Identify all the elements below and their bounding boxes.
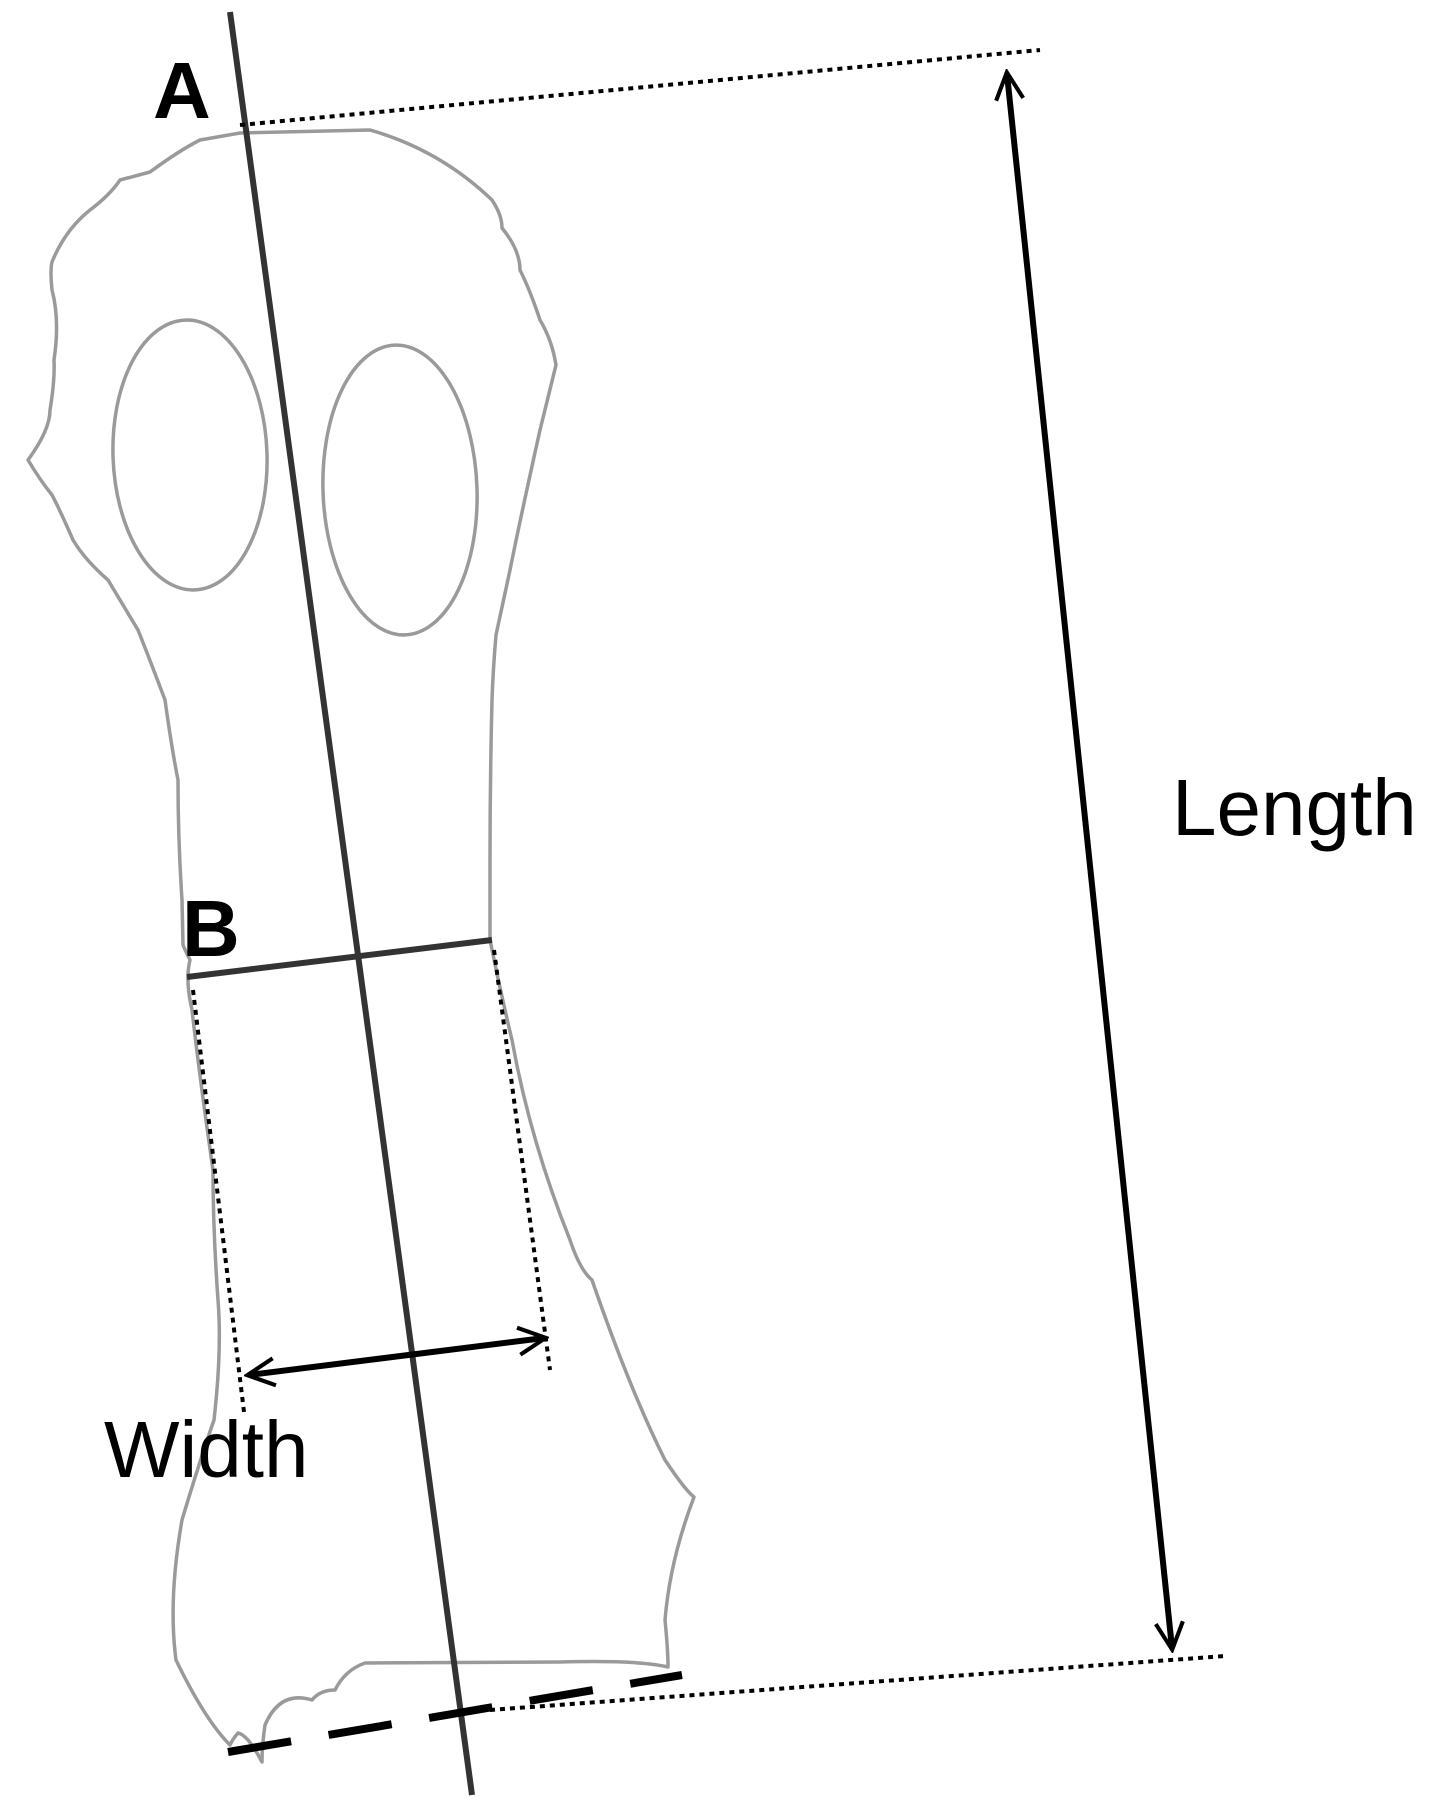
- bone-outline: [26, 128, 696, 1764]
- label-length: Length: [1172, 763, 1417, 852]
- label-width: Width: [104, 1405, 309, 1494]
- left-foramen: [111, 318, 269, 592]
- label-b: B: [182, 884, 240, 973]
- width-left-dotted-line: [191, 989, 246, 1413]
- long-axis-line: [227, 11, 475, 1796]
- cross-line-b: [186, 937, 493, 980]
- bottom-reference-line: [489, 1654, 1226, 1712]
- top-reference-line: [239, 48, 1041, 127]
- width-right-dotted-line: [492, 949, 552, 1371]
- distal-dashed-line: [227, 1671, 683, 1756]
- length-arrow: [1007, 74, 1172, 1648]
- label-a: A: [153, 46, 211, 135]
- width-arrow: [249, 1338, 544, 1375]
- right-foramen: [321, 343, 479, 637]
